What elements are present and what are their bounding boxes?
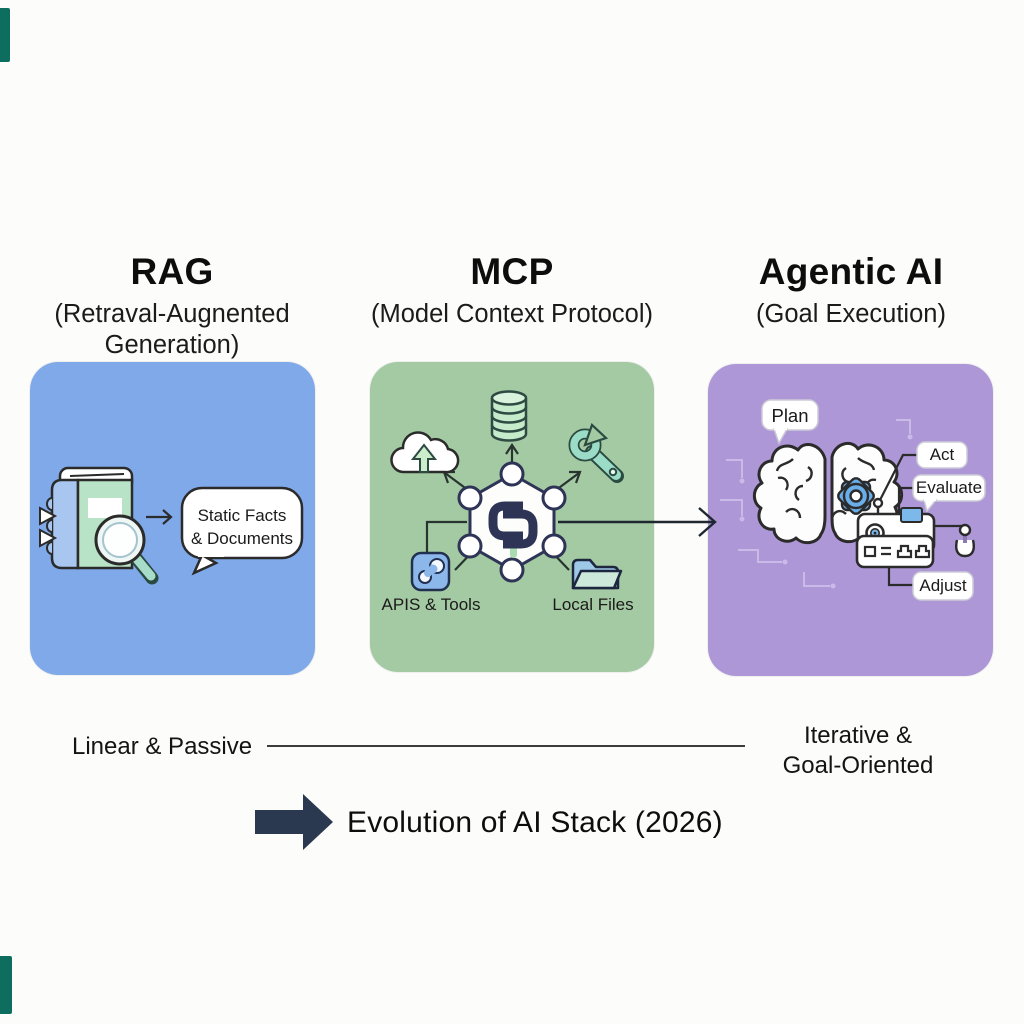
apis-tools-label: APIS & Tools	[382, 595, 481, 614]
rag-header: RAG (Retraval-Augnented Generation)	[54, 253, 289, 361]
agentic-box: Plan Act Evaluate Adjust	[708, 364, 993, 676]
agentic-header: Agentic AI (Goal Execution)	[756, 253, 946, 330]
joystick-icon	[955, 523, 975, 558]
control-panel-icon	[855, 497, 936, 569]
rag-subtitle: (Retraval-Augnented Generation)	[54, 299, 289, 361]
magnifier-icon	[94, 514, 159, 585]
database-icon	[490, 390, 528, 442]
iterative-goal-line2: Goal-Oriented	[782, 752, 934, 779]
cloud-upload-icon	[390, 431, 460, 474]
circuit-traces	[720, 419, 913, 589]
edge-mark-bottom	[0, 956, 12, 1014]
iterative-goal-line1: Iterative &	[803, 722, 913, 749]
rag-illustration: Static Facts & Documents	[39, 466, 304, 585]
rag-box: Static Facts & Documents	[30, 362, 315, 675]
local-files-label: Local Files	[552, 595, 633, 614]
label-bubbles: Plan Act Evaluate Adjust	[761, 399, 986, 601]
mcp-to-agentic-arrow	[558, 507, 717, 537]
linear-passive-label: Linear & Passive	[72, 733, 253, 760]
mcp-header: MCP (Model Context Protocol)	[371, 253, 653, 330]
act-label: Act	[930, 445, 955, 464]
rag-subtitle-line1: (Retraval-Augnented	[54, 300, 290, 328]
agentic-title: Agentic AI	[758, 251, 944, 292]
mcp-subtitle: (Model Context Protocol)	[370, 300, 654, 328]
agentic-subtitle: (Goal Execution)	[756, 300, 946, 328]
mcp-logo-icon	[488, 501, 538, 558]
mcp-illustration: APIS & Tools Local Files	[382, 390, 634, 614]
evaluate-label: Evaluate	[916, 478, 982, 497]
mcp-title: MCP	[470, 251, 554, 292]
folder-icon	[571, 558, 623, 590]
speech-bubble: Static Facts & Documents	[180, 486, 304, 576]
adjust-label: Adjust	[919, 576, 967, 595]
mcp-box: APIS & Tools Local Files	[370, 362, 654, 672]
agentic-illustration: Plan Act Evaluate Adjust	[720, 399, 986, 601]
gear-icon	[837, 477, 875, 515]
edge-mark-top	[0, 8, 10, 62]
bubble-line2: & Documents	[191, 529, 293, 548]
iterative-goal-label: Iterative & Goal-Oriented	[783, 721, 934, 781]
evolution-arrow-icon	[255, 794, 333, 850]
plan-label: Plan	[771, 405, 808, 426]
wrench-icon	[568, 423, 624, 483]
bubble-line1: Static Facts	[198, 506, 287, 525]
rag-subtitle-line2: Generation)	[104, 331, 240, 359]
hexagon-network-icon	[457, 461, 567, 583]
spectrum-line	[267, 745, 745, 747]
rag-title: RAG	[130, 251, 214, 292]
evolution-caption: Evolution of AI Stack (2026)	[347, 806, 723, 839]
arrow-right-icon	[146, 509, 173, 525]
gears-icon	[410, 551, 451, 592]
